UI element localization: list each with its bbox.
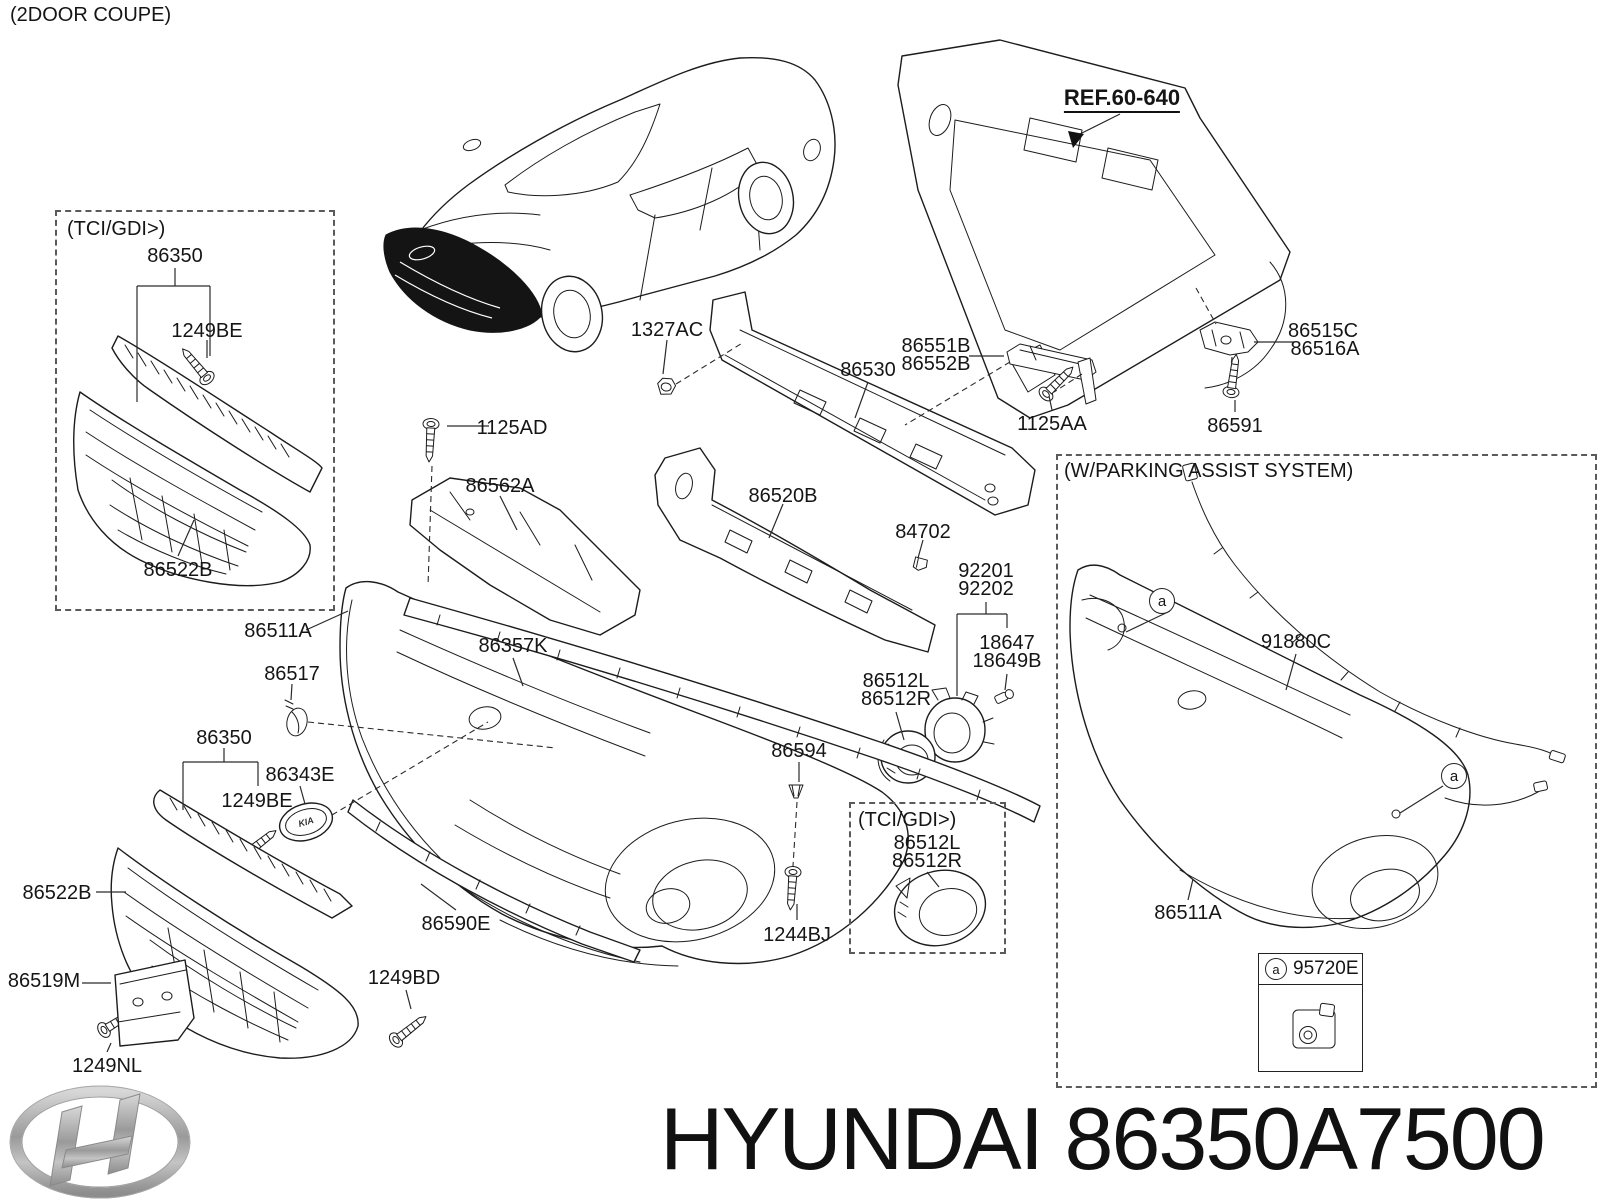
callout-86512R: 86512R (860, 688, 932, 710)
callout-86511A: 86511A (244, 620, 312, 642)
hyundai-logo (9, 1085, 191, 1199)
energy-absorber-drawing (654, 447, 936, 653)
side-support-bracket-drawing (1199, 321, 1259, 356)
tci-front-grille-box (55, 210, 335, 611)
callout-a-marker-1: a (1149, 588, 1175, 614)
callout-18649B: 18649B (972, 650, 1042, 672)
callout-95720E: 95720E (1293, 958, 1359, 979)
kia-badge-drawing (278, 802, 334, 842)
callout-1249BD: 1249BD (367, 967, 441, 989)
callout-91880C: 91880C (1260, 631, 1332, 653)
callout-86522B-grille: 86522B (143, 559, 213, 581)
parking-sensor-harness-drawing (1182, 462, 1566, 806)
callout-86343E: 86343E (265, 764, 335, 786)
callout-86520B: 86520B (748, 485, 818, 507)
callout-86594: 86594 (771, 740, 827, 762)
bolt-1125AD (420, 417, 440, 463)
bumper-side-bracket-drawing (1006, 343, 1097, 405)
callout-1125AA: 1125AA (1017, 413, 1087, 435)
leader-lines (82, 113, 1444, 1053)
callout-1244BJ: 1244BJ (763, 924, 831, 946)
clip-86594 (788, 784, 804, 799)
callout-86511A-park: 86511A (1154, 902, 1222, 924)
grille-support-drawing (409, 477, 641, 636)
callout-86552B: 86552B (901, 353, 971, 375)
screw-1249BD (386, 1009, 432, 1051)
callout-18647: 18647 (979, 632, 1035, 654)
upper-grille-drawing-box (111, 335, 323, 493)
parking-assist-box-title: (W/PARKING ASSIST SYSTEM) (1064, 460, 1354, 482)
bumper-beam-drawing (709, 291, 1036, 516)
fog-bezel-tci-drawing (893, 869, 987, 947)
lower-grille-drawing-box (73, 391, 311, 587)
parking-bumper-cover-drawing (1069, 564, 1471, 930)
callout-86512R-fog: 86512R (891, 850, 963, 872)
upper-grille-drawing-mid (153, 789, 353, 919)
callout-84702: 84702 (895, 521, 951, 543)
clip-84702 (912, 556, 928, 571)
lower-molding-drawing (347, 799, 641, 963)
bumper-trim-strip-drawing (403, 597, 1041, 823)
callout-86350-mid: 86350 (196, 727, 252, 749)
callout-1125AD: 1125AD (476, 417, 548, 439)
callout-86350-grille: 86350 (147, 245, 203, 267)
callout-92202: 92202 (958, 578, 1014, 600)
variant-note: (2DOOR COUPE) (10, 4, 172, 26)
callout-86591: 86591 (1207, 415, 1263, 437)
callout-1249BE-grille: 1249BE (171, 320, 243, 342)
callout-86512L-fog: 86512L (893, 832, 961, 854)
callout-86551B: 86551B (901, 335, 971, 357)
tci-front-box-title: (TCI/GDI>) (67, 218, 166, 240)
callout-86512L: 86512L (862, 670, 930, 692)
sensor-legend-header: a 95720E (1259, 954, 1362, 985)
callout-a-marker-2: a (1441, 763, 1467, 789)
callout-a-legend: a (1265, 958, 1287, 980)
tci-fog-box-title: (TCI/GDI>) (858, 809, 957, 831)
front-bumper-cover-drawing (339, 581, 909, 967)
bulb-18649B (994, 689, 1014, 704)
footer-title: HYUNDAI 86350A7500 (660, 1088, 1546, 1190)
callout-86519M: 86519M (7, 970, 81, 992)
callout-1249NL: 1249NL (71, 1055, 143, 1077)
tci-fog-lamp-box (849, 802, 1006, 954)
license-plate-bracket-drawing (114, 959, 195, 1047)
callout-1327AC: 1327AC (630, 319, 704, 341)
tow-hook-cover-drawing (284, 699, 308, 737)
footer-part-number: 86350A7500 (1064, 1089, 1546, 1188)
callout-86357K: 86357K (478, 635, 548, 657)
screw-1244BJ (781, 865, 802, 911)
callout-ref-60-640: REF.60-640 (1063, 85, 1181, 114)
parking-sensor-icon (1292, 1002, 1336, 1049)
callout-86562A: 86562A (465, 475, 535, 497)
callout-86515C: 86515C (1287, 320, 1359, 342)
footer-brand: HYUNDAI (660, 1089, 1044, 1188)
callout-1249BE-mid: 1249BE (221, 790, 293, 812)
callout-86516A: 86516A (1290, 338, 1360, 360)
fog-lamp-unit-drawing (924, 687, 995, 763)
car-illustration (383, 56, 836, 353)
callout-86517: 86517 (264, 663, 320, 685)
sensor-legend-box: a 95720E (1258, 953, 1363, 1072)
nut-1327AC (657, 377, 677, 395)
callout-86530: 86530 (840, 359, 896, 381)
callout-92201: 92201 (958, 560, 1014, 582)
parking-assist-box (1056, 454, 1597, 1088)
callout-86590E: 86590E (421, 913, 491, 935)
callout-86522B-mid: 86522B (22, 882, 92, 904)
